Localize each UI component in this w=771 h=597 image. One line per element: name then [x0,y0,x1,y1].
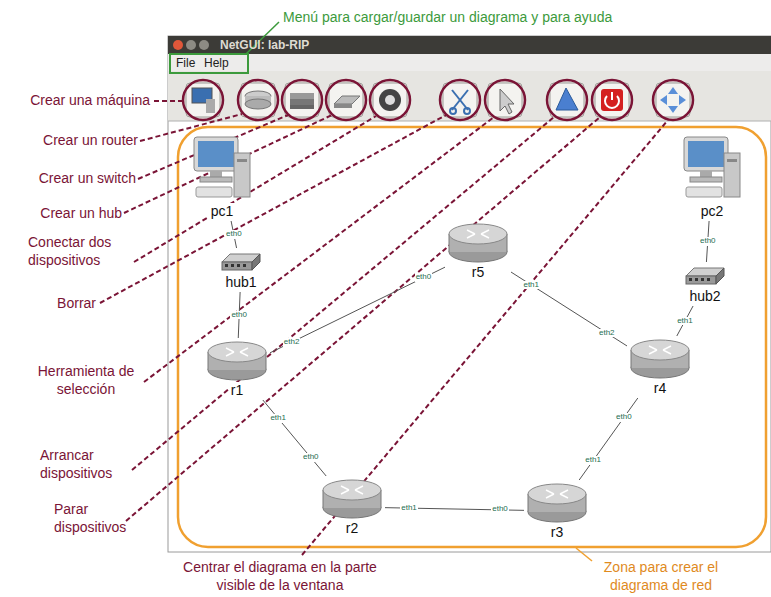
interface-label: eth1 [400,504,418,513]
window-title: NetGUI: lab-RIP [220,38,309,54]
pc-icon [682,133,742,203]
callout-text: Borrar [0,294,96,312]
hub-node: hub2 [684,264,726,304]
router-icon [447,222,509,264]
device-name: hub1 [223,274,258,290]
interface-label: eth0 [302,453,320,462]
router-node: r2 [321,478,383,536]
device-name: r5 [470,264,486,280]
router-node: r4 [629,338,691,396]
router-node: r3 [526,482,588,540]
interface-label: eth0 [699,237,717,246]
callout-text: Crear un switch [0,169,136,187]
interface-label: eth0 [415,273,433,282]
menu-item: File [176,56,195,72]
router-icon [526,482,588,524]
router-icon [321,478,383,520]
network-link [677,306,693,336]
interface-label: eth0 [225,230,243,239]
hub-icon [220,250,262,274]
callout-text: Zona para crear el diagrama de red [595,558,727,594]
callout-text: Menú para cargar/guardar un diagrama y p… [283,8,612,26]
callout-text: Herramienta de selección [30,362,142,398]
interface-label: eth1 [522,281,540,290]
hub-icon [684,264,726,288]
pc-node: pc1 [192,133,252,219]
interface-label: eth1 [676,317,694,326]
interface-label: eth2 [283,338,301,347]
pc-node: pc2 [682,133,742,219]
device-name: hub2 [687,288,722,304]
interface-label: eth2 [598,329,616,338]
callout-text: Crear una máquina [0,91,150,109]
router-node: r1 [206,340,268,398]
device-name: r3 [549,524,565,540]
device-name: r2 [344,520,360,536]
device-name: pc1 [209,203,236,219]
interface-label: eth0 [230,311,248,320]
interface-label: eth1 [269,414,287,423]
pc-icon [192,133,252,203]
interface-label: eth1 [584,456,602,465]
device-name: r4 [652,380,668,396]
interface-label: eth0 [491,505,509,514]
router-node: r5 [447,222,509,280]
device-name: pc2 [699,203,726,219]
callout-text: Centrar el diagrama en la parte visible … [168,558,392,594]
network-link [579,398,638,480]
callout-text: Conectar dos dispositivos [28,233,132,269]
callout-text: Parar dispositivos [54,500,142,536]
callout-text: Arrancar dispositivos [40,446,130,482]
device-name: r1 [229,382,245,398]
hub-node: hub1 [220,250,262,290]
callout-text: Crear un hub [0,204,122,222]
network-link [511,272,627,346]
callout-text: Crear un router [0,131,138,149]
network-link [270,267,445,353]
network-link [263,400,326,476]
router-icon [629,338,691,380]
menu-item: Help [204,56,229,72]
router-icon [206,340,268,382]
interface-label: eth0 [615,413,633,422]
